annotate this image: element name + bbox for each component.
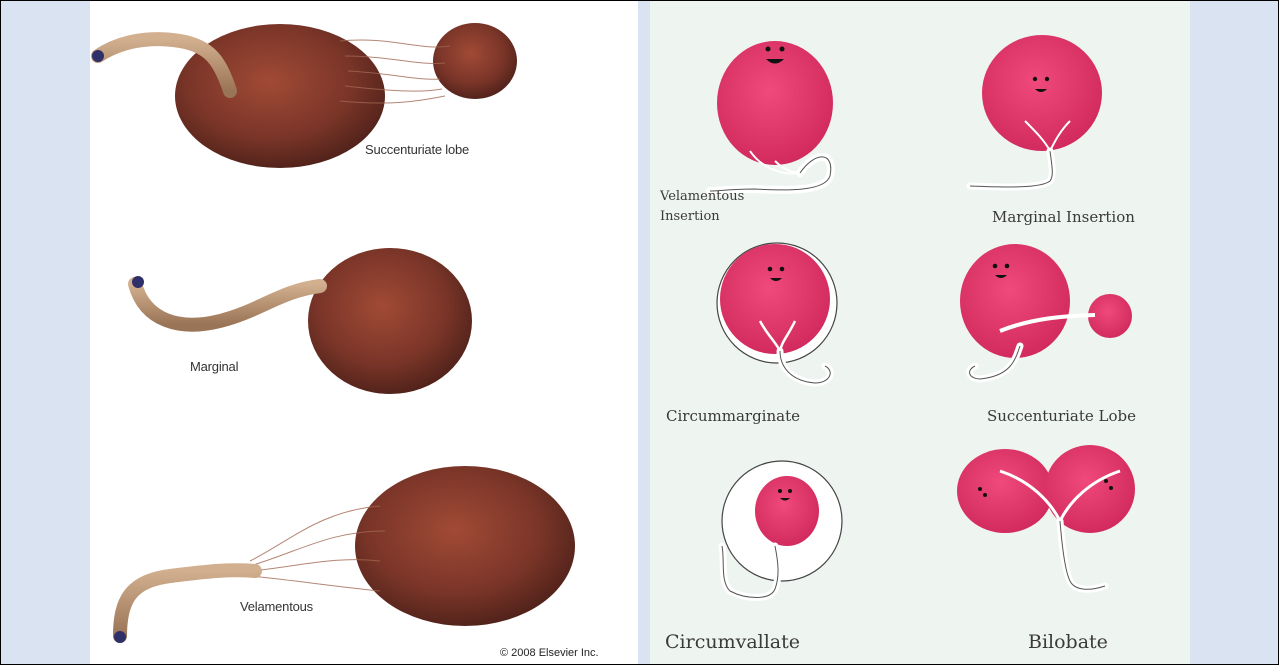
succenturiate-lobe-label: Succenturiate lobe xyxy=(365,142,469,157)
succenturiate-lobe-label-right: Succenturiate Lobe xyxy=(987,407,1136,425)
velamentous-insertion-label-line2: Insertion xyxy=(660,207,770,227)
circumvallate-drawing xyxy=(722,461,842,598)
circumvallate-label: Circumvallate xyxy=(665,631,800,653)
copyright-notice: © 2008 Elsevier Inc. xyxy=(500,647,599,659)
velamentous-label: Velamentous xyxy=(240,599,313,614)
velamentous-insertion-label-line1: Velamentous xyxy=(660,187,770,207)
circummarginate-label: Circummarginate xyxy=(666,407,800,425)
right-illustration-panel: Velamentous Insertion Marginal Insertion… xyxy=(650,1,1190,664)
right-illustrations-svg xyxy=(650,1,1190,664)
succenturiate-lobe-drawing xyxy=(960,244,1132,379)
marginal-placenta-drawing xyxy=(132,248,472,394)
circummarginate-drawing xyxy=(717,243,837,383)
left-illustrations-svg xyxy=(90,1,638,664)
marginal-insertion-label: Marginal Insertion xyxy=(992,208,1135,226)
left-illustration-panel: Succenturiate lobe Marginal Velamentous … xyxy=(90,1,638,664)
marginal-label: Marginal xyxy=(190,359,238,374)
bilobate-label: Bilobate xyxy=(1028,631,1108,653)
bilobate-drawing xyxy=(957,445,1135,589)
velamentous-insertion-drawing xyxy=(710,41,833,191)
marginal-insertion-drawing xyxy=(970,35,1102,187)
velamentous-placenta-drawing xyxy=(114,466,575,643)
